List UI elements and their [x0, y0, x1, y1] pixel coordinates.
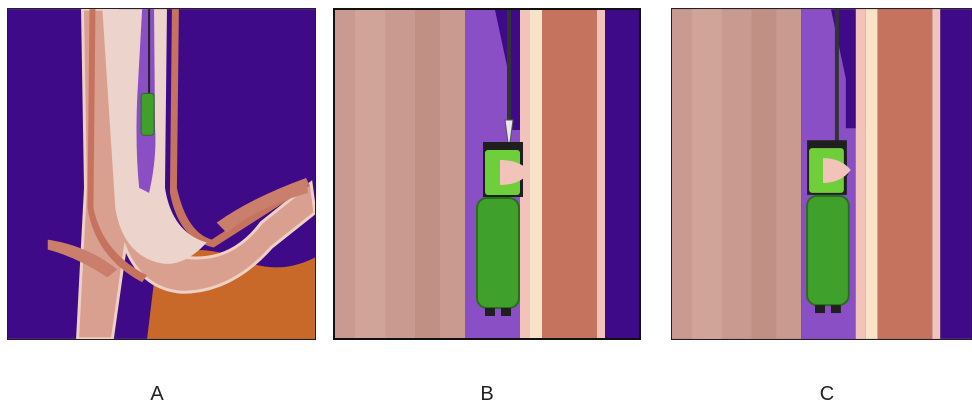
submucosa-layer — [866, 9, 878, 339]
capsule-foot-right — [831, 305, 841, 313]
panel-c-closeup — [671, 8, 972, 340]
overview-illustration — [8, 9, 315, 339]
lumen-highlight — [692, 9, 722, 339]
panel-a-overview — [7, 8, 316, 340]
panel-label-c: C — [807, 383, 847, 406]
panel-label-b: B — [467, 383, 507, 406]
lumen-highlight — [355, 10, 385, 338]
closeup-illustration-b — [335, 10, 639, 338]
capsule-body — [807, 196, 849, 305]
lumen-shade — [415, 10, 440, 338]
muscle-layer — [878, 9, 933, 339]
capsule-foot-right — [501, 308, 511, 316]
esophagus-lumen — [672, 9, 801, 339]
mucosa-layer — [856, 9, 866, 339]
closeup-illustration-c — [672, 9, 971, 339]
adventitia-layer — [597, 10, 605, 338]
panel-label-a: A — [137, 383, 177, 406]
panel-b-closeup — [333, 8, 641, 340]
submucosa-layer — [530, 10, 542, 338]
capsule — [141, 94, 154, 136]
adventitia-layer — [932, 9, 940, 339]
capsule-foot-left — [485, 308, 495, 316]
muscle-layer — [542, 10, 597, 338]
capsule-body — [477, 198, 519, 308]
esophagus-lumen — [335, 10, 465, 338]
capsule-foot-left — [815, 305, 825, 313]
lumen-shade — [751, 9, 776, 339]
